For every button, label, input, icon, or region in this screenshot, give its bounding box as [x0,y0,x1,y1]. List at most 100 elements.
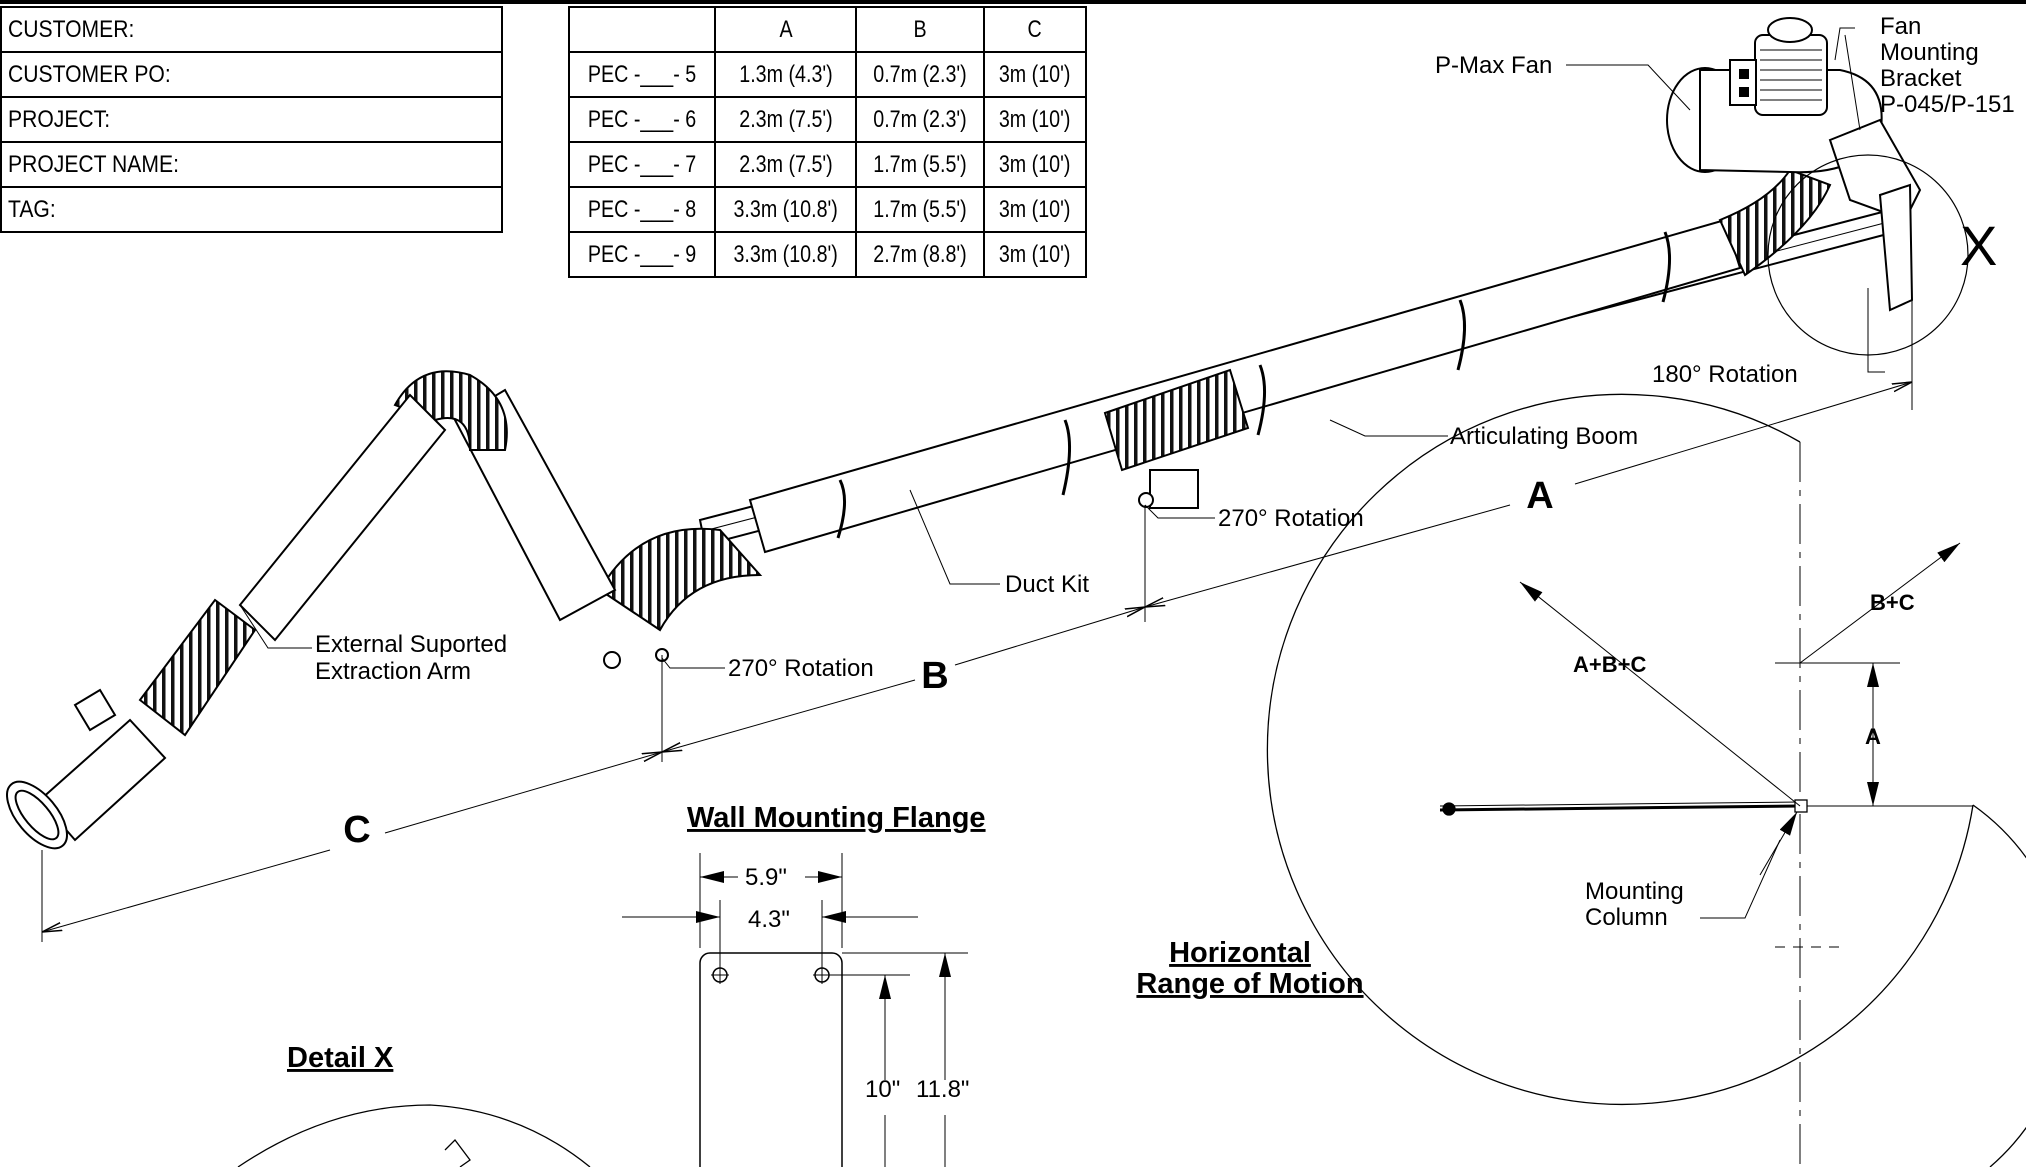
customer-label: CUSTOMER: [8,15,135,43]
flange-width-outer: 5.9" [745,864,787,891]
range-label-a: A [1865,724,1881,749]
spec-header-row: A B C [567,6,1087,53]
spec-cell: 2.7m (8.8') [855,231,986,278]
range-label-a-b-c: A+B+C [1573,652,1646,677]
flange-height-outer: 11.8" [916,1076,969,1103]
callout-rotation-180: 180° Rotation [1652,361,1798,388]
bellows-arm-lower [138,598,257,737]
spec-header-cell: B [855,6,986,53]
duct-kit-tube [748,218,1742,554]
wall-flange-labels: Wall Mounting Flange 5.9" 4.3" 10" 11.8" [687,802,986,1103]
spec-a-value: 3.3m (10.8') [733,240,838,268]
spec-header-cell: C [983,6,1087,53]
callout-rotation-270-bottom: 270° Rotation [728,655,874,682]
project-label: PROJECT: [8,105,111,133]
spec-model: PEC -___- 5 [587,60,697,88]
info-row: CUSTOMER: [0,6,503,53]
spec-c-value: 3m (10') [999,60,1071,88]
callout-duct-kit: Duct Kit [1005,571,1089,598]
dim-b-line-right [954,607,1145,666]
wall-flange-view [622,853,968,1167]
spec-header-cell: A [714,6,858,53]
arm-lower-tube [238,393,447,642]
intake-hood [6,688,167,850]
info-cell: CUSTOMER: [0,6,503,53]
spec-model: PEC -___- 7 [587,150,697,178]
spec-c-value: 3m (10') [999,195,1071,223]
top-border [0,0,2026,4]
spec-cell: 3.3m (10.8') [714,231,858,278]
spec-header-a: A [779,15,793,43]
detail-x-circle-arc [237,1104,591,1167]
callout-external-arm-1: External Suported [315,631,507,658]
tag-label: TAG: [8,195,56,223]
lower-pivot [603,648,669,669]
range-label-b-c: B+C [1870,590,1915,615]
spec-cell: 0.7m (2.3') [855,51,986,98]
range-title-2: Range of Motion [1136,968,1363,1000]
spec-cell: PEC -___- 7 [567,141,717,188]
spec-b-value: 0.7m (2.3') [873,105,968,133]
customer-po-label: CUSTOMER PO: [8,60,171,88]
spec-header-b: B [913,15,927,43]
spec-header-c: C [1027,15,1043,43]
callout-rotation-270-top: 270° Rotation [1218,505,1364,532]
callout-external-arm-2: Extraction Arm [315,658,471,685]
spec-b-value: 2.7m (8.8') [873,240,968,268]
spec-c-value: 3m (10') [999,240,1071,268]
dim-b-label: B [921,655,948,697]
spec-cell: 2.3m (7.5') [714,96,858,143]
info-row: PROJECT NAME: [0,141,503,188]
dim-a-line-left [1145,504,1511,607]
info-row: CUSTOMER PO: [0,51,503,98]
info-cell: PROJECT: [0,96,503,143]
spec-c-value: 3m (10') [999,105,1071,133]
dim-c-line-right [384,752,662,834]
spec-cell: PEC -___- 9 [567,231,717,278]
spec-cell: 3m (10') [983,186,1087,233]
range-of-motion-view [1266,393,2026,1167]
dim-c-line-left [42,849,331,932]
spec-row: PEC -___- 7 2.3m (7.5') 1.7m (5.5') 3m (… [567,141,1087,188]
spec-row: PEC -___- 8 3.3m (10.8') 1.7m (5.5') 3m … [567,186,1087,233]
spec-row: PEC -___- 6 2.3m (7.5') 0.7m (2.3') 3m (… [567,96,1087,143]
callout-fan-bracket-2: Mounting [1880,39,1979,66]
spec-cell: 1.7m (5.5') [855,186,986,233]
detail-x-circle [1767,154,1969,356]
spec-model: PEC -___- 8 [587,195,697,223]
range-mounting-1: Mounting [1585,878,1684,905]
mid-swivel [1138,469,1199,509]
callout-articulating-boom: Articulating Boom [1450,423,1638,450]
callout-fan-bracket-1: Fan [1880,13,1921,40]
spec-a-value: 1.3m (4.3') [738,60,833,88]
callout-leaders [239,27,1885,669]
info-cell: TAG: [0,186,503,233]
range-arc-inner [1972,804,2026,1167]
spec-cell: 3.3m (10.8') [714,186,858,233]
dim-a-line-right [1574,382,1912,485]
spec-cell: PEC -___- 5 [567,51,717,98]
bellows-mid [1103,368,1250,472]
callout-fan-bracket-3: Bracket [1880,65,1962,92]
spec-b-value: 0.7m (2.3') [873,60,968,88]
spec-row: PEC -___- 5 1.3m (4.3') 0.7m (2.3') 3m (… [567,51,1087,98]
dimension-labels: A B C [343,475,1553,851]
spec-cell: 1.7m (5.5') [855,141,986,188]
spec-a-value: 3.3m (10.8') [733,195,838,223]
detail-x-marker: X [1960,214,1997,277]
spec-b-value: 1.7m (5.5') [873,195,968,223]
flange-width-inner: 4.3" [748,906,790,933]
spec-model: PEC -___- 6 [587,105,697,133]
spec-b-value: 1.7m (5.5') [873,150,968,178]
customer-info-table: CUSTOMER: CUSTOMER PO: PROJECT: PROJECT … [0,6,503,233]
detail-x-view [237,1104,591,1167]
spec-cell: 3m (10') [983,51,1087,98]
extraction-arm-assembly [6,17,1922,850]
callout-labels: P-Max Fan Fan Mounting Bracket P-045/P-1… [315,13,2015,685]
detail-x-title: Detail X [287,1042,394,1074]
spec-row: PEC -___- 9 3.3m (10.8') 2.7m (8.8') 3m … [567,231,1087,278]
spec-c-value: 3m (10') [999,150,1071,178]
flange-height-inner: 10" [865,1076,900,1103]
spec-cell: 3m (10') [983,231,1087,278]
